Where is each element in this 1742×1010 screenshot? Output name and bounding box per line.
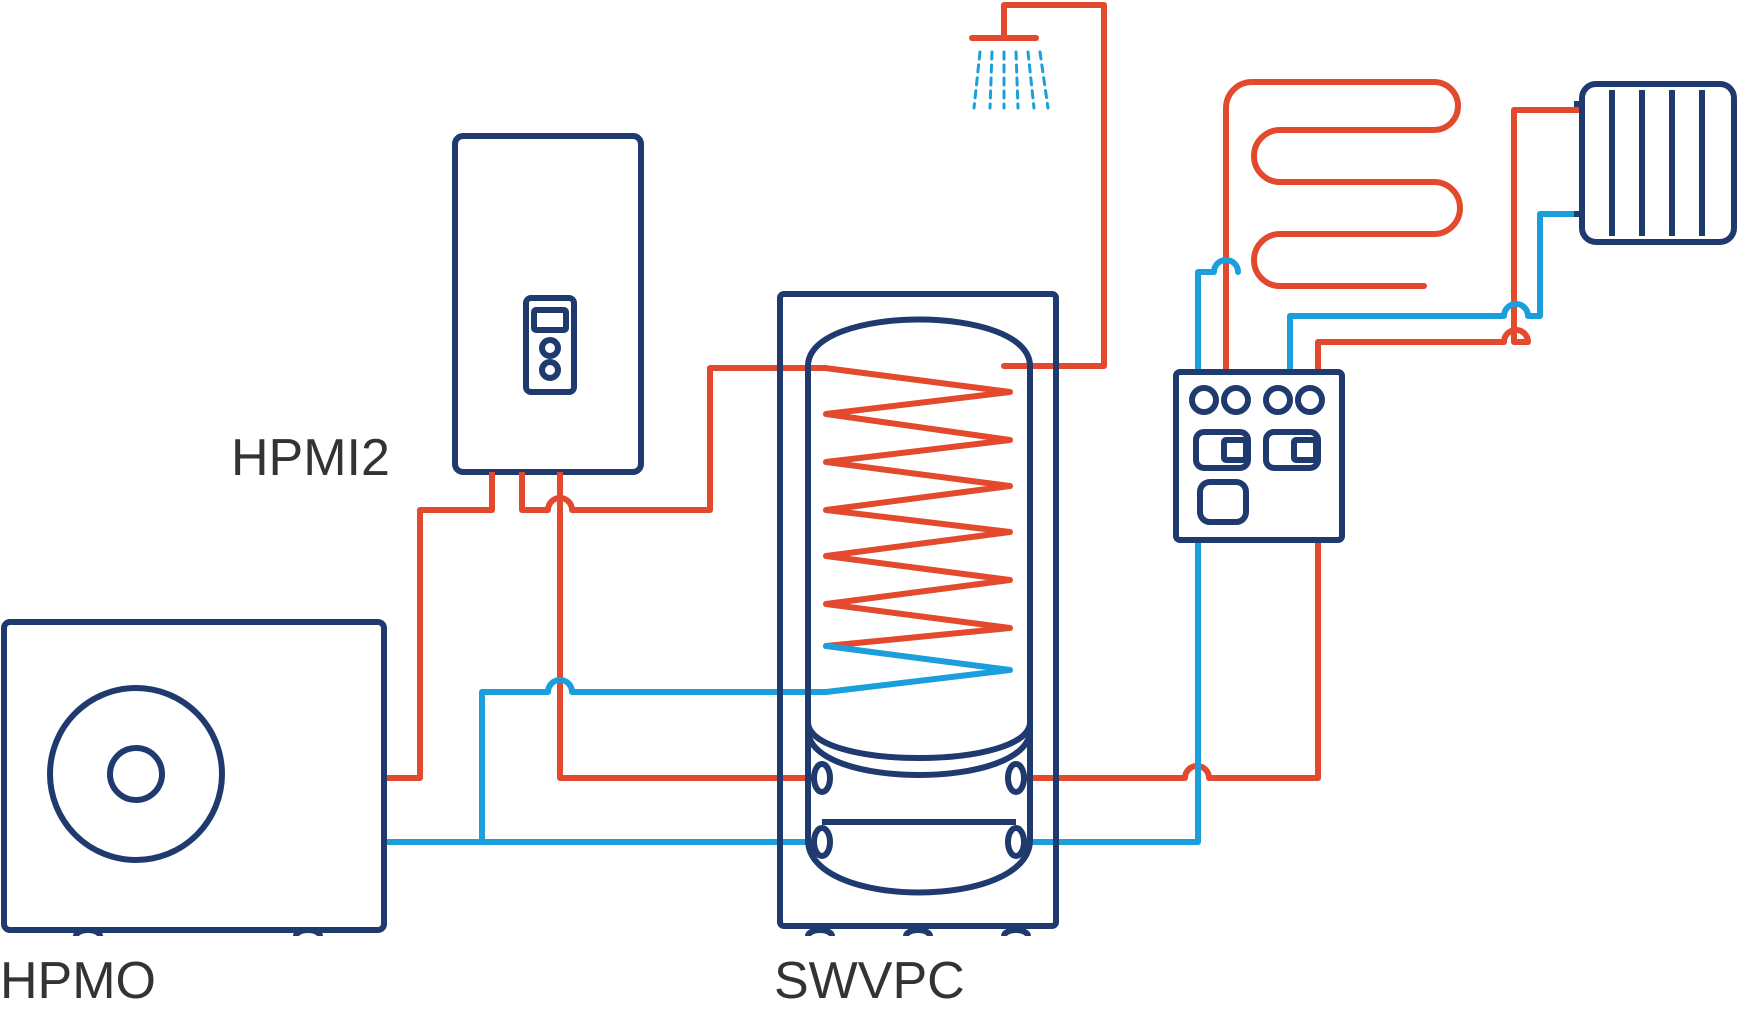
indoor-unit-label: HPMI2 xyxy=(231,429,390,487)
cold-pipe-coil-return xyxy=(479,677,829,845)
tank-coil-cold xyxy=(823,643,1013,695)
hot-pipe-outdoor-to-indoor xyxy=(385,475,495,781)
hot-pipe-to-shower xyxy=(1001,2,1107,369)
cold-pipe-module-underfloor xyxy=(1195,257,1241,375)
shower-icon xyxy=(969,35,1050,110)
cold-pipe-tank-to-module xyxy=(1013,537,1201,845)
radiator-icon xyxy=(1574,81,1737,245)
cold-pipe-module-radiator xyxy=(1287,211,1581,375)
hot-pipe-tank-to-module xyxy=(1013,537,1321,781)
storage-tank-label: SWVPC xyxy=(774,952,965,1010)
storage-tank xyxy=(777,291,1059,937)
hot-pipe-module-to-radiator xyxy=(1315,107,1581,375)
indoor-unit xyxy=(452,133,644,478)
controller-icon xyxy=(523,295,577,395)
hot-pipe-indoor-to-tank-port xyxy=(557,475,825,781)
pump-icon xyxy=(1263,429,1321,471)
hydraulic-module xyxy=(1173,369,1345,543)
cold-pipes xyxy=(385,211,1581,845)
outdoor-unit-label: HPMO xyxy=(0,952,156,1010)
outdoor-unit xyxy=(1,619,387,937)
pump-icon xyxy=(1193,429,1251,471)
fan-icon xyxy=(47,685,225,863)
hot-pipe-module-to-underfloor xyxy=(1223,79,1463,375)
tank-coil-hot xyxy=(822,365,1013,649)
